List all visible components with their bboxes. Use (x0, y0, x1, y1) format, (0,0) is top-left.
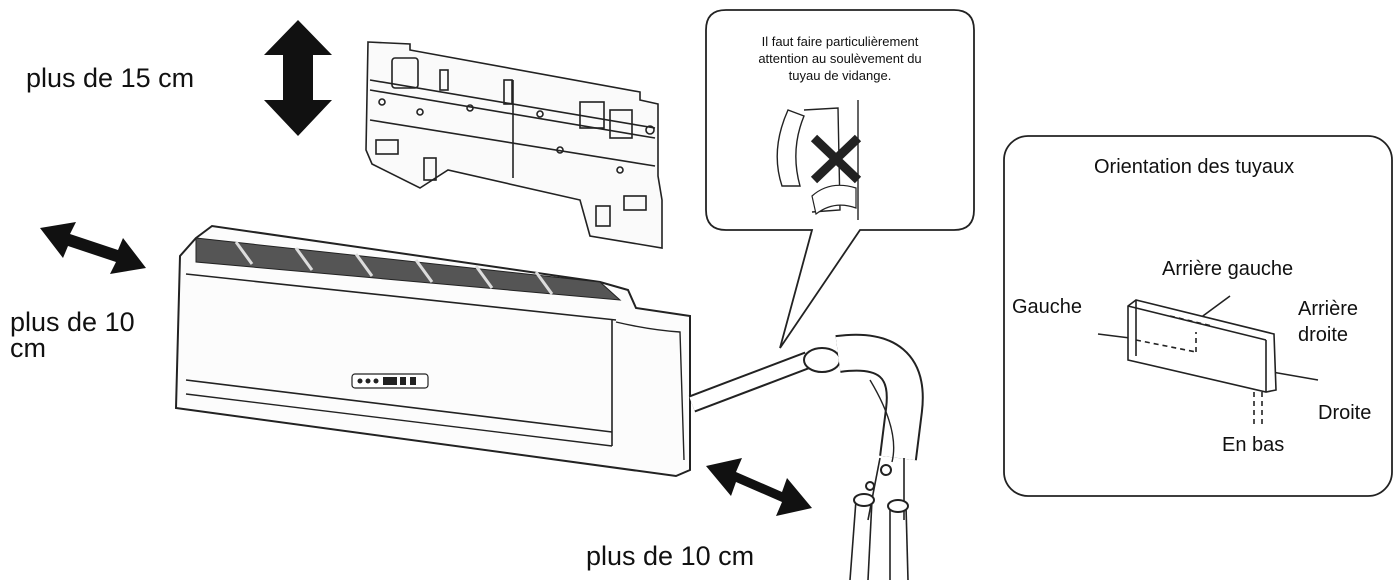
mounting-plate (365, 41, 663, 249)
orientation-right-label: Droite (1318, 402, 1372, 424)
top-clearance-label: plus de 15 cm (26, 63, 195, 93)
bottom-clearance-label: plus de 10 cm (586, 541, 755, 571)
vertical-double-arrow-icon (264, 20, 332, 136)
pipe-orientation-illustration (1097, 295, 1319, 426)
cross-icon (810, 134, 862, 184)
orientation-title: Orientation des tuyaux (1094, 156, 1295, 178)
orientation-rear-right-label-line2: droite (1298, 324, 1349, 346)
orientation-rear-right-label-line1: Arrière (1298, 298, 1359, 320)
indoor-unit (174, 224, 691, 478)
drain-warning-callout (705, 9, 975, 349)
orientation-rear-left-label: Arrière gauche (1162, 258, 1294, 280)
bottom-double-arrow-icon (706, 458, 812, 516)
callout-text-line3: tuyau de vidange. (788, 68, 892, 83)
callout-text-line1: Il faut faire particulièrement (761, 34, 919, 49)
callout-text-line2: attention au soulèvement du (758, 51, 922, 66)
side-clearance-label-line2: cm (10, 333, 46, 363)
drain-pipe (688, 333, 924, 581)
orientation-left-label: Gauche (1012, 296, 1083, 318)
side-clearance-label-line1: plus de 10 (10, 307, 135, 337)
side-double-arrow-icon (40, 222, 146, 274)
orientation-bottom-label: En bas (1222, 434, 1285, 456)
